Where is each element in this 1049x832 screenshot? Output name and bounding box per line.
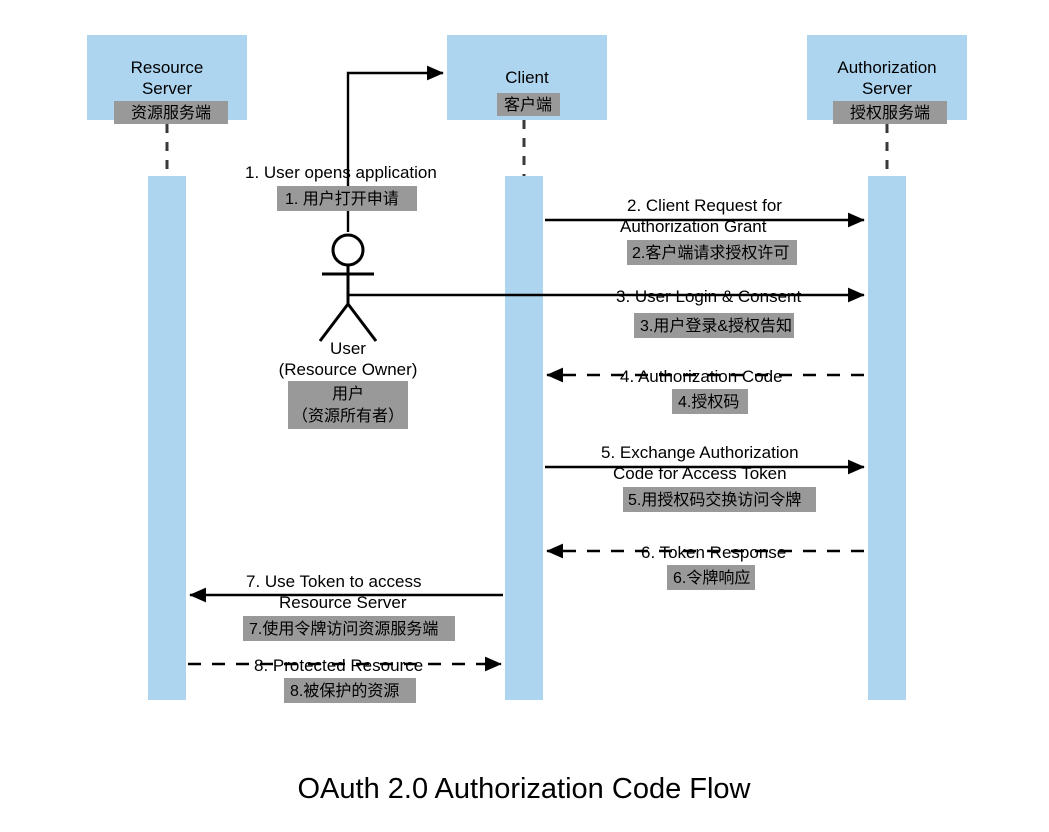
participant-label-resource-server-line2: Server xyxy=(142,79,192,98)
activation-bar-client xyxy=(505,176,543,700)
actor-label-zh-line2: （资源所有者） xyxy=(292,407,404,425)
message-4-label-zh: 4.授权码 xyxy=(678,393,739,411)
message-2-label-zh: 2.客户端请求授权许可 xyxy=(632,244,789,262)
message-4[interactable]: 4. Authorization Code 4.授权码 xyxy=(546,367,864,414)
participant-label-resource-server-line1: Resource xyxy=(131,58,204,77)
message-5-label-en-line2: Code for Access Token xyxy=(613,464,787,483)
participant-label-zh-client: 客户端 xyxy=(504,96,552,114)
message-1-label-zh: 1. 用户打开申请 xyxy=(285,190,399,208)
message-1-zh-highlight xyxy=(277,186,417,211)
actor-leg-right xyxy=(346,303,378,342)
message-6[interactable]: 6. Token Response 6.令牌响应 xyxy=(546,543,864,590)
participant-zh-highlight-client xyxy=(497,93,560,116)
participant-label-client-line1: Client xyxy=(505,68,549,87)
participant-zh-highlight-authorization-server xyxy=(833,101,947,124)
actor-head-icon xyxy=(331,233,365,267)
message-1-arrow xyxy=(346,65,444,232)
message-2-label-en-line1: 2. Client Request for xyxy=(627,196,782,215)
message-5-zh-highlight xyxy=(623,487,816,512)
actor-label-en-line2: (Resource Owner) xyxy=(279,360,418,379)
message-8-label-zh: 8.被保护的资源 xyxy=(290,682,399,700)
message-2-zh-highlight xyxy=(627,240,797,265)
message-8-label-en: 8. Protected Resource xyxy=(254,656,423,675)
actor-label-zh-line1: 用户 xyxy=(332,385,364,403)
participant-label-authorization-server-line2: Server xyxy=(862,79,912,98)
message-1[interactable]: 1. User opens application 1. 用户打开申请 xyxy=(245,65,444,232)
activation-bar-resource-server xyxy=(148,176,186,700)
message-4-label-en: 4. Authorization Code xyxy=(620,367,783,386)
participant-resource-server[interactable]: Resource Server 资源服务端 xyxy=(87,35,247,700)
message-7-label-en-line1: 7. Use Token to access xyxy=(246,572,421,591)
message-2[interactable]: 2. Client Request for Authorization Gran… xyxy=(545,196,865,265)
participant-authorization-server[interactable]: Authorization Server 授权服务端 xyxy=(807,35,967,700)
message-4-zh-highlight xyxy=(672,389,748,414)
participant-label-zh-authorization-server: 授权服务端 xyxy=(850,104,930,122)
message-5-label-en-line1: 5. Exchange Authorization xyxy=(601,443,799,462)
message-2-label-en-line2: Authorization Grant xyxy=(620,217,767,236)
message-7-label-en-line2: Resource Server xyxy=(279,593,407,612)
actor-leg-left xyxy=(318,303,350,342)
message-3[interactable]: 3. User Login & Consent 3.用户登录&授权告知 xyxy=(348,287,865,338)
message-3-label-zh: 3.用户登录&授权告知 xyxy=(640,317,792,335)
actor-label-en-line1: User xyxy=(330,339,366,358)
participant-zh-highlight-resource-server xyxy=(114,101,228,124)
activation-bar-authorization-server xyxy=(868,176,906,700)
message-7[interactable]: 7. Use Token to access Resource Server 7… xyxy=(189,572,503,641)
participant-label-zh-resource-server: 资源服务端 xyxy=(131,104,211,122)
message-5-label-zh: 5.用授权码交换访问令牌 xyxy=(628,491,801,509)
actor-zh-highlight xyxy=(288,381,408,429)
message-3-zh-highlight xyxy=(634,313,794,338)
message-5[interactable]: 5. Exchange Authorization Code for Acces… xyxy=(545,443,865,512)
message-6-label-zh: 6.令牌响应 xyxy=(673,568,750,587)
message-7-zh-highlight xyxy=(243,616,455,641)
user-actor[interactable]: User (Resource Owner) 用户 （资源所有者） xyxy=(279,233,418,429)
message-8[interactable]: 8. Protected Resource 8.被保护的资源 xyxy=(188,656,502,703)
message-8-zh-highlight xyxy=(284,678,416,703)
diagram-title: OAuth 2.0 Authorization Code Flow xyxy=(298,773,752,805)
participant-label-authorization-server-line1: Authorization xyxy=(837,58,936,77)
message-6-label-en: 6. Token Response xyxy=(641,543,786,562)
message-6-zh-highlight xyxy=(667,565,755,590)
message-7-label-zh: 7.使用令牌访问资源服务端 xyxy=(249,620,438,638)
message-1-label-en: 1. User opens application xyxy=(245,163,437,182)
message-3-label-en: 3. User Login & Consent xyxy=(616,287,801,306)
participant-client[interactable]: Client 客户端 xyxy=(447,35,607,700)
